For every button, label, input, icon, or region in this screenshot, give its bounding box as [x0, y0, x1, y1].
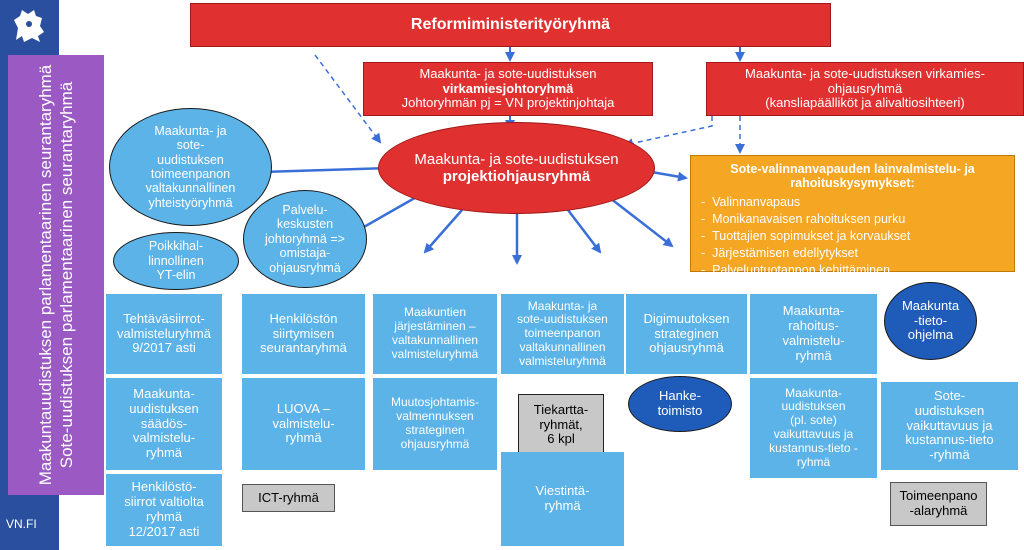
- task-transfers-label: Tehtäväsiirrot- valmisteluryhmä 9/2017 a…: [117, 310, 211, 356]
- edge-project-to-digital: [567, 209, 602, 254]
- luova-label: LUOVA – valmistelu- ryhmä: [272, 400, 335, 446]
- digital-change-group: Digimuutoksen strateginen ohjausryhmä: [626, 294, 747, 374]
- legislation-funding-box: Sote-valinnanvapauden lainvalmistelu- ja…: [690, 155, 1015, 277]
- legislation-item: - Monikanavaisen rahoituksen purku: [701, 211, 906, 226]
- legislation-item-text: Monikanavaisen rahoituksen purku: [712, 211, 906, 226]
- regional-effects-group: Maakunta- uudistuksen (pl. sote) vaikutt…: [750, 378, 877, 478]
- legislation-heading: Sote-valinnanvapauden lainvalmistelu- ja…: [730, 162, 975, 190]
- organisation-group: Maakuntien järjestäminen – valtakunnalli…: [373, 294, 497, 374]
- cross-admin-label: Poikkihal- linnollinen YT-elin: [148, 239, 204, 283]
- project-steering-group: Maakunta- ja sote-uudistuksen projektioh…: [378, 122, 655, 214]
- project-office: Hanke- toimisto: [628, 376, 732, 432]
- change-management-group: Muutosjohtamis- valmennuksen strateginen…: [373, 378, 497, 470]
- parliament-text: Maakuntauudistuksen parlamentaarinen seu…: [35, 60, 78, 490]
- legislation-item: - Tuottajien sopimukset ja korvaukset: [701, 228, 911, 243]
- project-steering-bold: projektiohjausryhmä: [442, 168, 591, 185]
- implementation-subgroup: Toimeenpano -alaryhmä: [890, 482, 987, 526]
- national-implementation-group: Maakunta- ja sote-uudistuksen toimeenpan…: [501, 294, 624, 374]
- edge-project-to-service-centers: [353, 193, 421, 234]
- staff-monitoring-group: Henkilöstön siirtymisen seurantaryhmä: [242, 294, 365, 374]
- legislation-item-text: Tuottajien sopimukset ja korvaukset: [712, 228, 911, 243]
- edge-reform-to-project-dashed: [314, 54, 382, 144]
- digital-label: Digimuutoksen strateginen ohjausryhmä: [643, 310, 730, 356]
- staff-transfers-label: Henkilöstö- siirrot valtiolta ryhmä 12/2…: [124, 479, 204, 539]
- cooperation-label: Maakunta- ja sote- uudistuksen toimeenpa…: [145, 123, 236, 210]
- service-centers-group: Palvelu- keskusten johtoryhmä => omistaj…: [243, 190, 367, 288]
- organisation-label: Maakuntien järjestäminen – valtakunnalli…: [391, 305, 479, 361]
- official-steering-title: Maakunta- ja sote-uudistuksen: [419, 65, 597, 81]
- reform-group-label: Reformiministerityöryhmä: [410, 15, 611, 33]
- staff-transfers-group: Henkilöstö- siirrot valtiolta ryhmä 12/2…: [106, 474, 222, 546]
- legislation-list: - Valinnanvapaus - Monikanavaisen rahoit…: [701, 194, 1004, 278]
- footer-label: VN.FI: [6, 517, 37, 531]
- legislation-item-text: Järjestämisen edellytykset: [712, 245, 859, 260]
- national-cooperation-group: Maakunta- ja sote- uudistuksen toimeenpa…: [109, 108, 272, 226]
- regional-info-programme: Maakunta -tieto- ohjelma: [884, 282, 977, 360]
- communication-group: Viestintä- ryhmä: [501, 452, 624, 546]
- officials-steering-group: Maakunta- ja sote-uudistuksen virkamies-…: [706, 62, 1024, 116]
- edge-project-to-organisation: [423, 209, 463, 254]
- ict-group: ICT-ryhmä: [242, 484, 335, 512]
- lion-crest-icon: [14, 10, 44, 42]
- implementation-sub-label: Toimeenpano -alaryhmä: [899, 488, 978, 518]
- ict-label: ICT-ryhmä: [258, 489, 319, 505]
- effects-sote-label: Sote- uudistuksen vaikuttavuus ja kustan…: [905, 387, 994, 463]
- official-steering-bold: virkamiesjohtoryhmä: [442, 80, 574, 96]
- reform-ministerial-group: Reformiministerityöryhmä: [190, 3, 831, 47]
- roadmap-groups: Tiekartta- ryhmät, 6 kpl: [518, 394, 604, 456]
- luova-group: LUOVA – valmistelu- ryhmä: [242, 378, 365, 470]
- legislation-item: - Järjestämisen edellytykset: [701, 245, 859, 260]
- info-programme-label: Maakunta -tieto- ohjelma: [901, 297, 960, 343]
- change-management-label: Muutosjohtamis- valmennuksen strateginen…: [390, 395, 480, 451]
- regional-legislation-group: Maakunta- uudistuksen säädös- valmistelu…: [106, 378, 222, 470]
- project-steering-title: Maakunta- ja sote-uudistuksen: [414, 150, 619, 168]
- implementation-label: Maakunta- ja sote-uudistuksen toimeenpan…: [517, 298, 608, 368]
- edge-officials-to-project-dashed: [623, 116, 713, 149]
- cross-administrative-body: Poikkihal- linnollinen YT-elin: [113, 232, 239, 290]
- sote-effects-group: Sote- uudistuksen vaikuttavuus ja kustan…: [881, 382, 1018, 470]
- staff-monitoring-label: Henkilöstön siirtymisen seurantaryhmä: [260, 310, 347, 356]
- officials-group-label: Maakunta- ja sote-uudistuksen virkamies-…: [745, 65, 985, 111]
- project-office-label: Hanke- toimisto: [657, 388, 703, 418]
- parliament-line-2: Sote-uudistuksen parlamentaarinen seuran…: [57, 81, 76, 469]
- legislation-item: - Valinnanvapaus: [701, 195, 801, 209]
- service-centers-label: Palvelu- keskusten johtoryhmä => omistaj…: [265, 203, 345, 275]
- task-transfers-group: Tehtäväsiirrot- valmisteluryhmä 9/2017 a…: [106, 294, 222, 374]
- communication-label: Viestintä- ryhmä: [535, 483, 590, 513]
- legislation-item-text: Valinnanvapaus: [712, 195, 801, 209]
- regional-legislation-label: Maakunta- uudistuksen säädös- valmistelu…: [129, 385, 199, 461]
- roadmap-label: Tiekartta- ryhmät, 6 kpl: [533, 401, 589, 447]
- official-steering-sub: Johtoryhmän pj = VN projektinjohtaja: [401, 95, 615, 111]
- funding-label: Maakunta- rahoitus- valmistelu- ryhmä: [782, 303, 845, 363]
- regional-funding-group: Maakunta- rahoitus- valmistelu- ryhmä: [750, 294, 877, 374]
- effects-regional-label: Maakunta- uudistuksen (pl. sote) vaikutt…: [769, 385, 858, 469]
- official-steering-group: Maakunta- ja sote-uudistuksen virkamiesj…: [363, 62, 653, 116]
- edge-project-to-cooperation: [260, 166, 393, 177]
- legislation-item: - Palveluntuotannon kehittäminen: [701, 262, 891, 277]
- parliament-panel: Maakuntauudistuksen parlamentaarinen seu…: [8, 55, 104, 495]
- edge-project-to-funding: [609, 197, 674, 248]
- legislation-item-text: Palveluntuotannon kehittäminen: [712, 262, 891, 277]
- parliament-line-1: Maakuntauudistuksen parlamentaarinen seu…: [35, 64, 55, 486]
